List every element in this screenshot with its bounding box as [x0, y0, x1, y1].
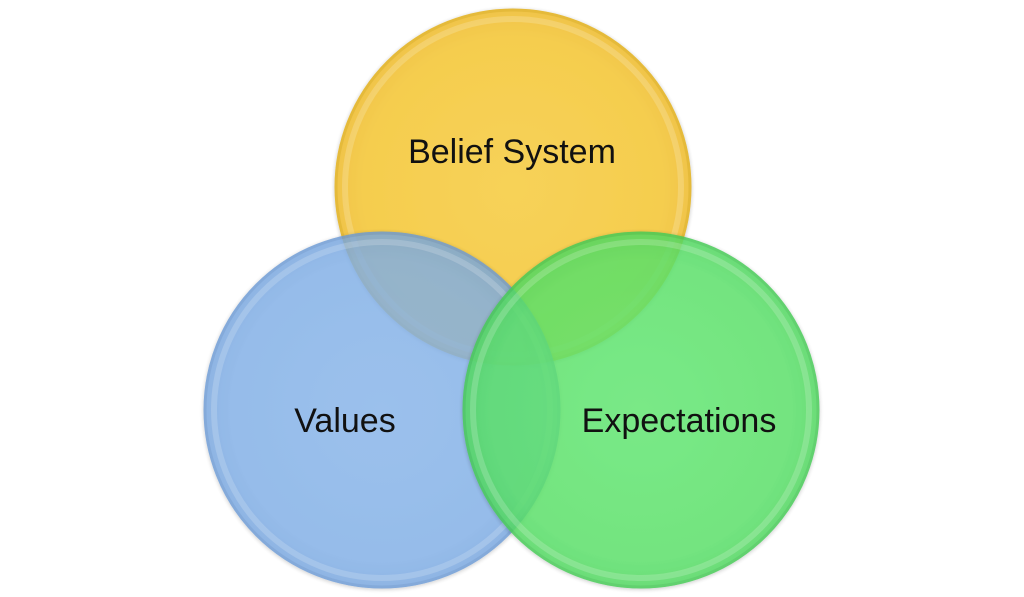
values-label: Values [294, 402, 395, 440]
expectations-circle [462, 231, 820, 589]
expectations-label: Expectations [582, 402, 777, 440]
belief-system-label: Belief System [408, 133, 616, 171]
